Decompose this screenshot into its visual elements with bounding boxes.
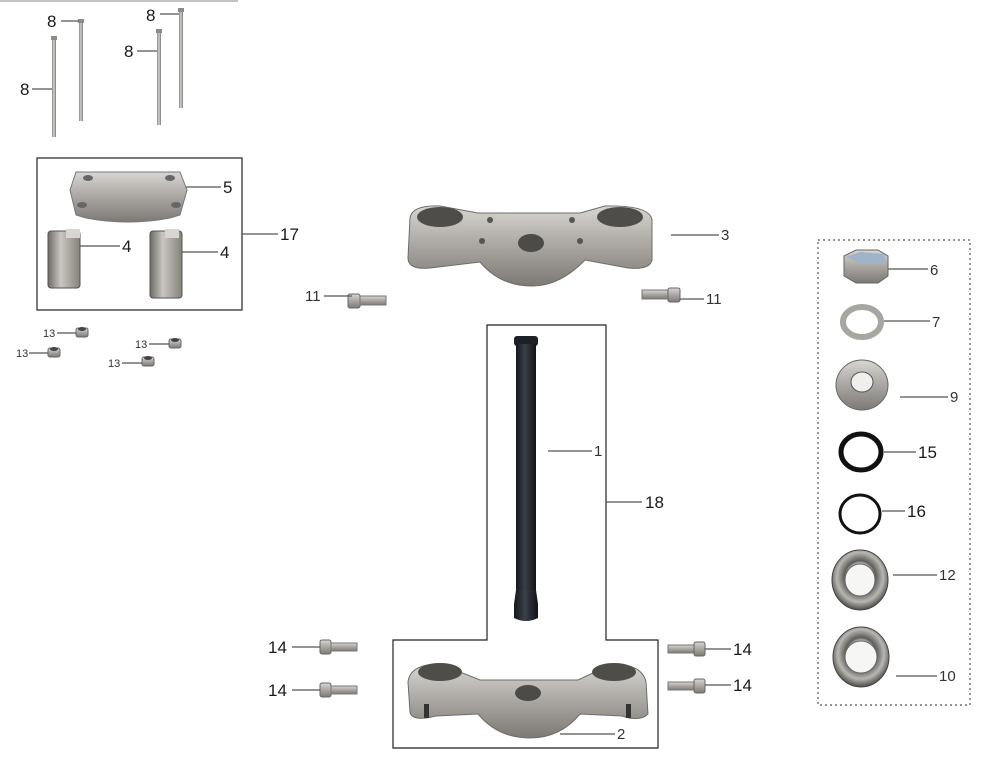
long-bolt-group (51, 8, 184, 137)
callout-1: 1 (594, 443, 602, 460)
clamp-bolt (347, 293, 387, 309)
callout-14: 14 (268, 681, 287, 700)
callout-3: 3 (721, 227, 729, 244)
washer (840, 304, 884, 340)
long-bolt (156, 29, 162, 125)
callout-14: 14 (268, 638, 287, 657)
callout-13: 13 (135, 339, 147, 351)
callout-7: 7 (932, 314, 940, 331)
callout-11: 11 (305, 288, 321, 305)
lower-triple-clamp (407, 663, 649, 739)
long-bolt (78, 19, 84, 121)
bearing-adjuster-nut (835, 359, 889, 411)
callout-13: 13 (16, 348, 28, 360)
long-bolt (178, 8, 184, 108)
callout-14: 14 (733, 640, 752, 659)
bearing-kit-frame (817, 239, 971, 706)
callout-12: 12 (939, 567, 956, 584)
callout-4: 4 (122, 237, 131, 256)
handlebar-clamp-top (69, 171, 188, 223)
callout-15: 15 (918, 443, 937, 462)
callout-13: 13 (108, 358, 120, 370)
lower-bearing (832, 626, 890, 688)
pinch-bolt (319, 639, 358, 655)
dust-seal (838, 431, 884, 473)
small-nut (47, 347, 61, 358)
o-ring (838, 493, 882, 535)
callout-8: 8 (20, 80, 29, 99)
callout-2: 2 (617, 726, 625, 743)
handlebar-clamp-lower (149, 229, 183, 299)
stem-nut (843, 249, 889, 284)
small-nut (141, 356, 155, 367)
steering-stem (514, 336, 538, 621)
long-bolt (51, 36, 57, 137)
callout-16: 16 (907, 502, 926, 521)
upper-triple-clamp (407, 205, 653, 287)
upper-bearing (831, 549, 889, 611)
pinch-bolt (667, 678, 706, 694)
callout-6: 6 (930, 262, 938, 279)
callout-8: 8 (47, 12, 56, 31)
small-nut (168, 338, 182, 349)
callout-13: 13 (43, 328, 55, 340)
callout-17: 17 (280, 225, 299, 244)
callout-9: 9 (950, 389, 958, 406)
callout-8: 8 (146, 6, 155, 25)
clamp-bolt (641, 287, 681, 303)
callout-5: 5 (223, 178, 232, 197)
handlebar-clamp-lower (47, 229, 81, 289)
kit-18-frame (392, 324, 659, 749)
callout-11: 11 (706, 291, 722, 308)
pinch-bolt (667, 641, 706, 657)
callout-10: 10 (939, 668, 956, 685)
pinch-bolt (319, 682, 358, 698)
callout-14: 14 (733, 676, 752, 695)
callout-18: 18 (645, 493, 664, 512)
callout-8: 8 (124, 42, 133, 61)
small-nut (75, 327, 89, 338)
callout-4: 4 (220, 243, 229, 262)
